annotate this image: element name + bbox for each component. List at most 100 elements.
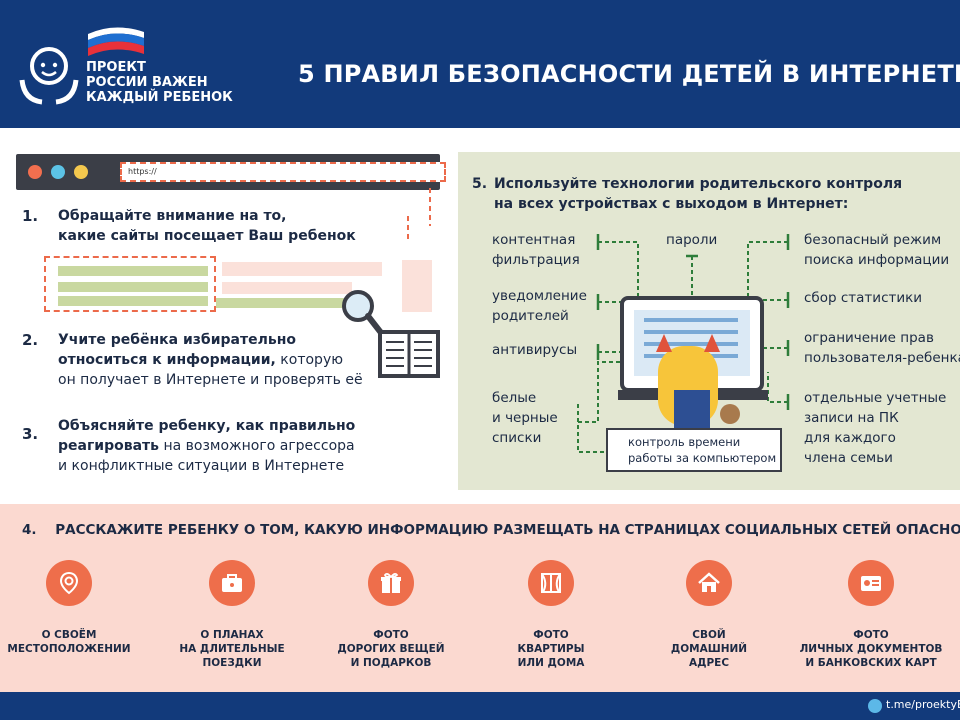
item-line2: ДОМАШНИЙ: [670, 643, 748, 655]
item-line3: ИЛИ ДОМА: [517, 657, 585, 669]
red-dot-icon: [28, 165, 42, 179]
label-stats: сбор статистики: [804, 290, 923, 306]
item-line2: МЕСТОПОЛОЖЕНИИ: [7, 643, 131, 655]
label-content-filter-1: контентная: [492, 232, 576, 248]
label-passwords: пароли: [666, 232, 718, 248]
label-user-rights-2: пользователя-ребенка: [804, 350, 960, 366]
passport-icon: [848, 560, 894, 606]
social-item-label: О ПЛАНАХ НА ДЛИТЕЛЬНЫЕ ПОЕЗДКИ: [147, 628, 317, 670]
item-line1: СВОЙ: [692, 629, 726, 641]
url-field: https://: [120, 162, 446, 182]
content-bar: [216, 298, 346, 308]
label-user-rights-1: ограничение прав: [804, 330, 934, 346]
rule-2-line2: относиться к информации, которую: [58, 350, 343, 370]
label-accounts-2: записи на ПК: [804, 410, 899, 426]
rule-2-line2-rest: которую: [275, 352, 344, 368]
rule-2-number: 2.: [22, 331, 39, 349]
social-item-label: СВОЙ ДОМАШНИЙ АДРЕС: [624, 628, 794, 670]
label-time-control: контроль времени работы за компьютером: [606, 428, 782, 472]
social-item-gifts: ФОТО ДОРОГИХ ВЕЩЕЙ И ПОДАРКОВ: [306, 560, 476, 670]
rule-2-line1: Учите ребёнка избирательно: [58, 332, 296, 348]
item-line2: ЛИЧНЫХ ДОКУМЕНТОВ: [799, 643, 943, 655]
item-line2: ДОРОГИХ ВЕЩЕЙ: [337, 643, 445, 655]
item-line3: ПОЕЗДКИ: [202, 657, 262, 669]
open-book-icon: [378, 330, 440, 378]
telegram-link[interactable]: t.me/proektyER: [886, 698, 960, 711]
location-icon: [46, 560, 92, 606]
child-logo-icon: [19, 47, 79, 105]
item-line2: НА ДЛИТЕЛЬНЫЕ: [179, 643, 285, 655]
window-icon: [528, 560, 574, 606]
label-antivirus: антивирусы: [492, 342, 578, 358]
connector-lines: [577, 234, 790, 453]
social-item-apartment: ФОТО КВАРТИРЫ ИЛИ ДОМА: [466, 560, 636, 670]
content-bar: [58, 296, 208, 306]
item-line3: И БАНКОВСКИХ КАРТ: [805, 657, 937, 669]
item-line1: О ПЛАНАХ: [200, 629, 264, 641]
rule-2: 2. Учите ребёнка избирательно относиться…: [22, 330, 382, 394]
rule-4-number: 4.: [22, 522, 37, 538]
faded-bar: [402, 260, 432, 312]
label-safe-search-1: безопасный режим: [804, 232, 942, 248]
gift-icon: [368, 560, 414, 606]
social-item-location: О СВОЁМ МЕСТОПОЛОЖЕНИИ: [0, 560, 154, 656]
rule-3-line2-rest: на возможного агрессора: [159, 438, 355, 454]
telegram-icon: [868, 699, 882, 713]
rule-3-line2: реагировать на возможного агрессора: [58, 436, 355, 456]
content-bar: [58, 282, 208, 292]
label-content-filter: контентная фильтрация: [492, 230, 580, 270]
social-item-label: ФОТО ЛИЧНЫХ ДОКУМЕНТОВ И БАНКОВСКИХ КАРТ: [786, 628, 956, 670]
rule-2-line3: он получает в Интернете и проверять её: [58, 372, 363, 388]
content-bar: [58, 266, 208, 276]
label-accounts-3: для каждого: [804, 430, 896, 446]
label-parent-notify-1: уведомление: [492, 288, 587, 304]
parental-control-panel: 5. Используйте технологии родительского …: [458, 152, 960, 490]
social-item-label: ФОТО КВАРТИРЫ ИЛИ ДОМА: [466, 628, 636, 670]
rule-5-line1: Используйте технологии родительского кон…: [494, 176, 903, 192]
rule-1-number: 1.: [22, 207, 39, 225]
social-networks-section: 4. РАССКАЖИТЕ РЕБЕНКУ О ТОМ, КАКУЮ ИНФОР…: [0, 504, 960, 692]
social-item-label: О СВОЁМ МЕСТОПОЛОЖЕНИИ: [0, 628, 154, 656]
suitcase-icon: [209, 560, 255, 606]
item-line3: И ПОДАРКОВ: [350, 657, 432, 669]
rule-1: 1. Обращайте внимание на то, какие сайты…: [22, 206, 422, 250]
item-line3: АДРЕС: [688, 657, 730, 669]
logo-line2: РОССИИ ВАЖЕН: [86, 75, 208, 90]
rule-3-line2-bold: реагировать: [58, 438, 160, 454]
label-safe-search: безопасный режим поиска информации: [804, 230, 949, 270]
logo-line3: КАЖДЫЙ РЕБЕНОК: [86, 90, 233, 105]
rule-4-title: 4. РАССКАЖИТЕ РЕБЕНКУ О ТОМ, КАКУЮ ИНФОР…: [22, 522, 960, 538]
dashed-connector: [407, 188, 431, 242]
label-lists-2: и черные: [492, 410, 558, 426]
label-time-1: контроль времени: [628, 435, 741, 449]
rule-3-line3: и конфликтные ситуации в Интернете: [58, 458, 345, 474]
faded-bar: [222, 282, 352, 294]
label-accounts-1: отдельные учетные: [804, 390, 947, 406]
item-line1: ФОТО: [853, 629, 889, 641]
item-line1: О СВОЁМ: [41, 629, 97, 641]
rule-5-title: 5. Используйте технологии родительского …: [472, 174, 903, 214]
house-icon: [686, 560, 732, 606]
label-time-2: работы за компьютером: [628, 451, 777, 465]
label-content-filter-2: фильтрация: [492, 252, 580, 268]
blue-dot-icon: [51, 165, 65, 179]
rule-3: 3. Объясняйте ребенку, как правильно реа…: [22, 416, 422, 480]
rule-5-number: 5.: [472, 176, 488, 192]
social-item-documents: ФОТО ЛИЧНЫХ ДОКУМЕНТОВ И БАНКОВСКИХ КАРТ: [786, 560, 956, 670]
label-parent-notify-2: родителей: [492, 308, 569, 324]
website-mockup: [44, 256, 216, 312]
rule-4-text: РАССКАЖИТЕ РЕБЕНКУ О ТОМ, КАКУЮ ИНФОРМАЦ…: [55, 522, 960, 538]
social-item-label: ФОТО ДОРОГИХ ВЕЩЕЙ И ПОДАРКОВ: [306, 628, 476, 670]
browser-illustration: https://: [16, 154, 446, 190]
label-safe-search-2: поиска информации: [804, 252, 950, 268]
rule-2-line2-bold: относиться к информации,: [58, 352, 276, 368]
footer: t.me/proektyER: [0, 692, 960, 720]
faded-bar: [222, 262, 382, 276]
rule-1-line2: какие сайты посещает Ваш ребенок: [58, 228, 356, 244]
label-accounts: отдельные учетные записи на ПК для каждо…: [804, 388, 946, 468]
rule-3-number: 3.: [22, 425, 39, 443]
item-line2: КВАРТИРЫ: [517, 643, 585, 655]
rule-3-line1: Объясняйте ребенку, как правильно: [58, 418, 356, 434]
logo-line1: ПРОЕКТ: [86, 60, 146, 75]
label-lists: белые и черные списки: [492, 388, 558, 448]
